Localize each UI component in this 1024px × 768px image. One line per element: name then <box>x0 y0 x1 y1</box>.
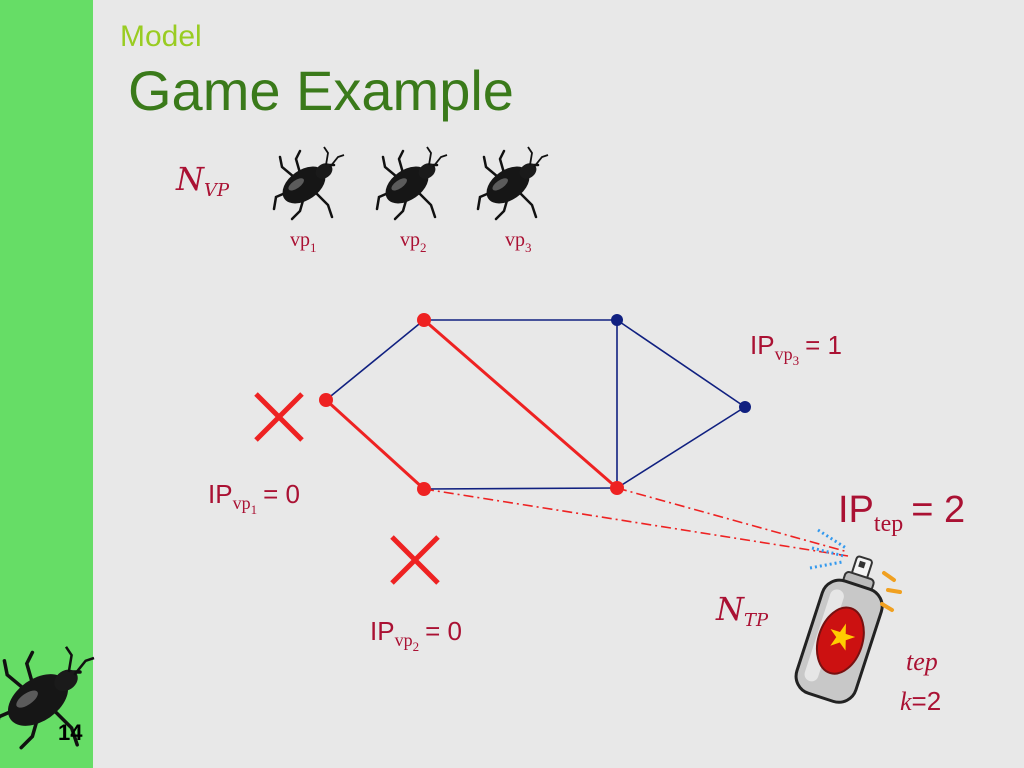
payoff-tep: IPtep= 2 <box>838 489 965 537</box>
node-red-left <box>319 393 333 407</box>
payoff-vp3: IPvp3= 1 <box>750 330 842 368</box>
cross-icon-vp1 <box>254 392 304 442</box>
virus-label-1: vp1 <box>290 229 317 255</box>
payoff-vp1: IPvp1= 0 <box>208 479 300 517</box>
spray-lines <box>423 487 849 557</box>
virus-label-3: vp3 <box>505 229 532 255</box>
node-red-bottom <box>417 482 431 496</box>
node-red-right <box>610 481 624 495</box>
node-blue-right <box>739 401 751 413</box>
spray-can-icon <box>794 555 884 704</box>
page-number: 14 <box>58 720 83 745</box>
virus-player-1-icon <box>272 145 346 221</box>
sidebar <box>0 0 93 768</box>
virus-label-2: vp2 <box>400 229 427 255</box>
virus-player-3-icon <box>476 145 550 221</box>
section-title: Model <box>120 20 202 53</box>
virus-player-2-icon <box>375 145 449 221</box>
tep-name: tep <box>906 647 938 676</box>
graph-edges-blue <box>325 319 746 490</box>
set-vp-label: ΝVP <box>175 160 230 201</box>
cross-icon-vp2 <box>390 535 440 585</box>
tep-k: k=2 <box>900 686 941 716</box>
graph-edges-red <box>324 318 618 491</box>
node-blue-top <box>611 314 623 326</box>
spray-mist <box>809 528 847 570</box>
spray-motion-marks <box>880 571 902 612</box>
set-tp-label: ΝTP <box>715 590 769 631</box>
payoff-vp2: IPvp2= 0 <box>370 616 462 654</box>
node-red-top <box>417 313 431 327</box>
page-title: Game Example <box>128 59 514 122</box>
graph-nodes <box>319 313 751 496</box>
